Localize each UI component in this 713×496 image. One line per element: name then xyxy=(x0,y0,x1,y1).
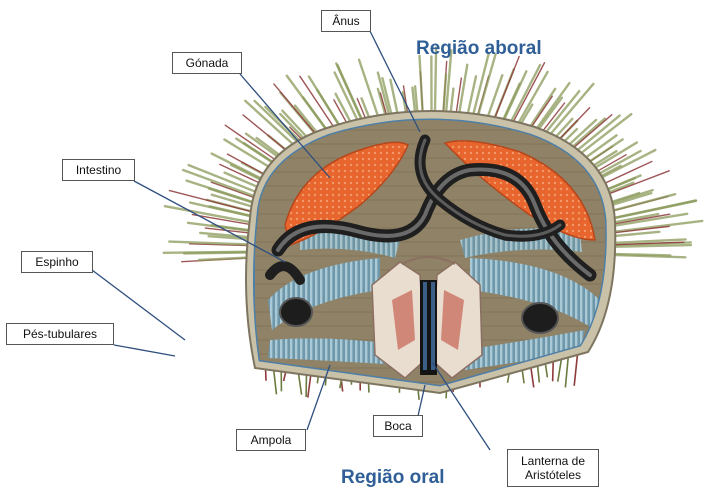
oral-spine xyxy=(574,352,578,386)
label-intestino: Intestino xyxy=(62,159,135,181)
intestine-end-left xyxy=(280,298,312,326)
label-lanterna-aristoteles: Lanterna de Aristóteles xyxy=(507,449,599,487)
spine xyxy=(164,252,252,253)
region-oral-title: Região oral xyxy=(341,467,444,489)
label-anus: Ânus xyxy=(321,10,371,32)
spine xyxy=(612,254,670,256)
label-gonada: Gónada xyxy=(172,52,242,74)
region-aboral-title: Região aboral xyxy=(416,38,542,60)
intestine-end-right xyxy=(522,303,558,333)
label-lanterna-line1: Lanterna de xyxy=(521,454,585,468)
label-ampola: Ampola xyxy=(236,429,306,451)
label-lanterna-line2: Aristóteles xyxy=(525,468,581,482)
label-pes-tubulares: Pés-tubulares xyxy=(6,323,114,345)
label-espinho: Espinho xyxy=(21,251,93,273)
label-boca: Boca xyxy=(373,415,423,437)
spine xyxy=(169,242,252,245)
spine xyxy=(199,257,252,260)
tube-foot xyxy=(608,214,669,225)
